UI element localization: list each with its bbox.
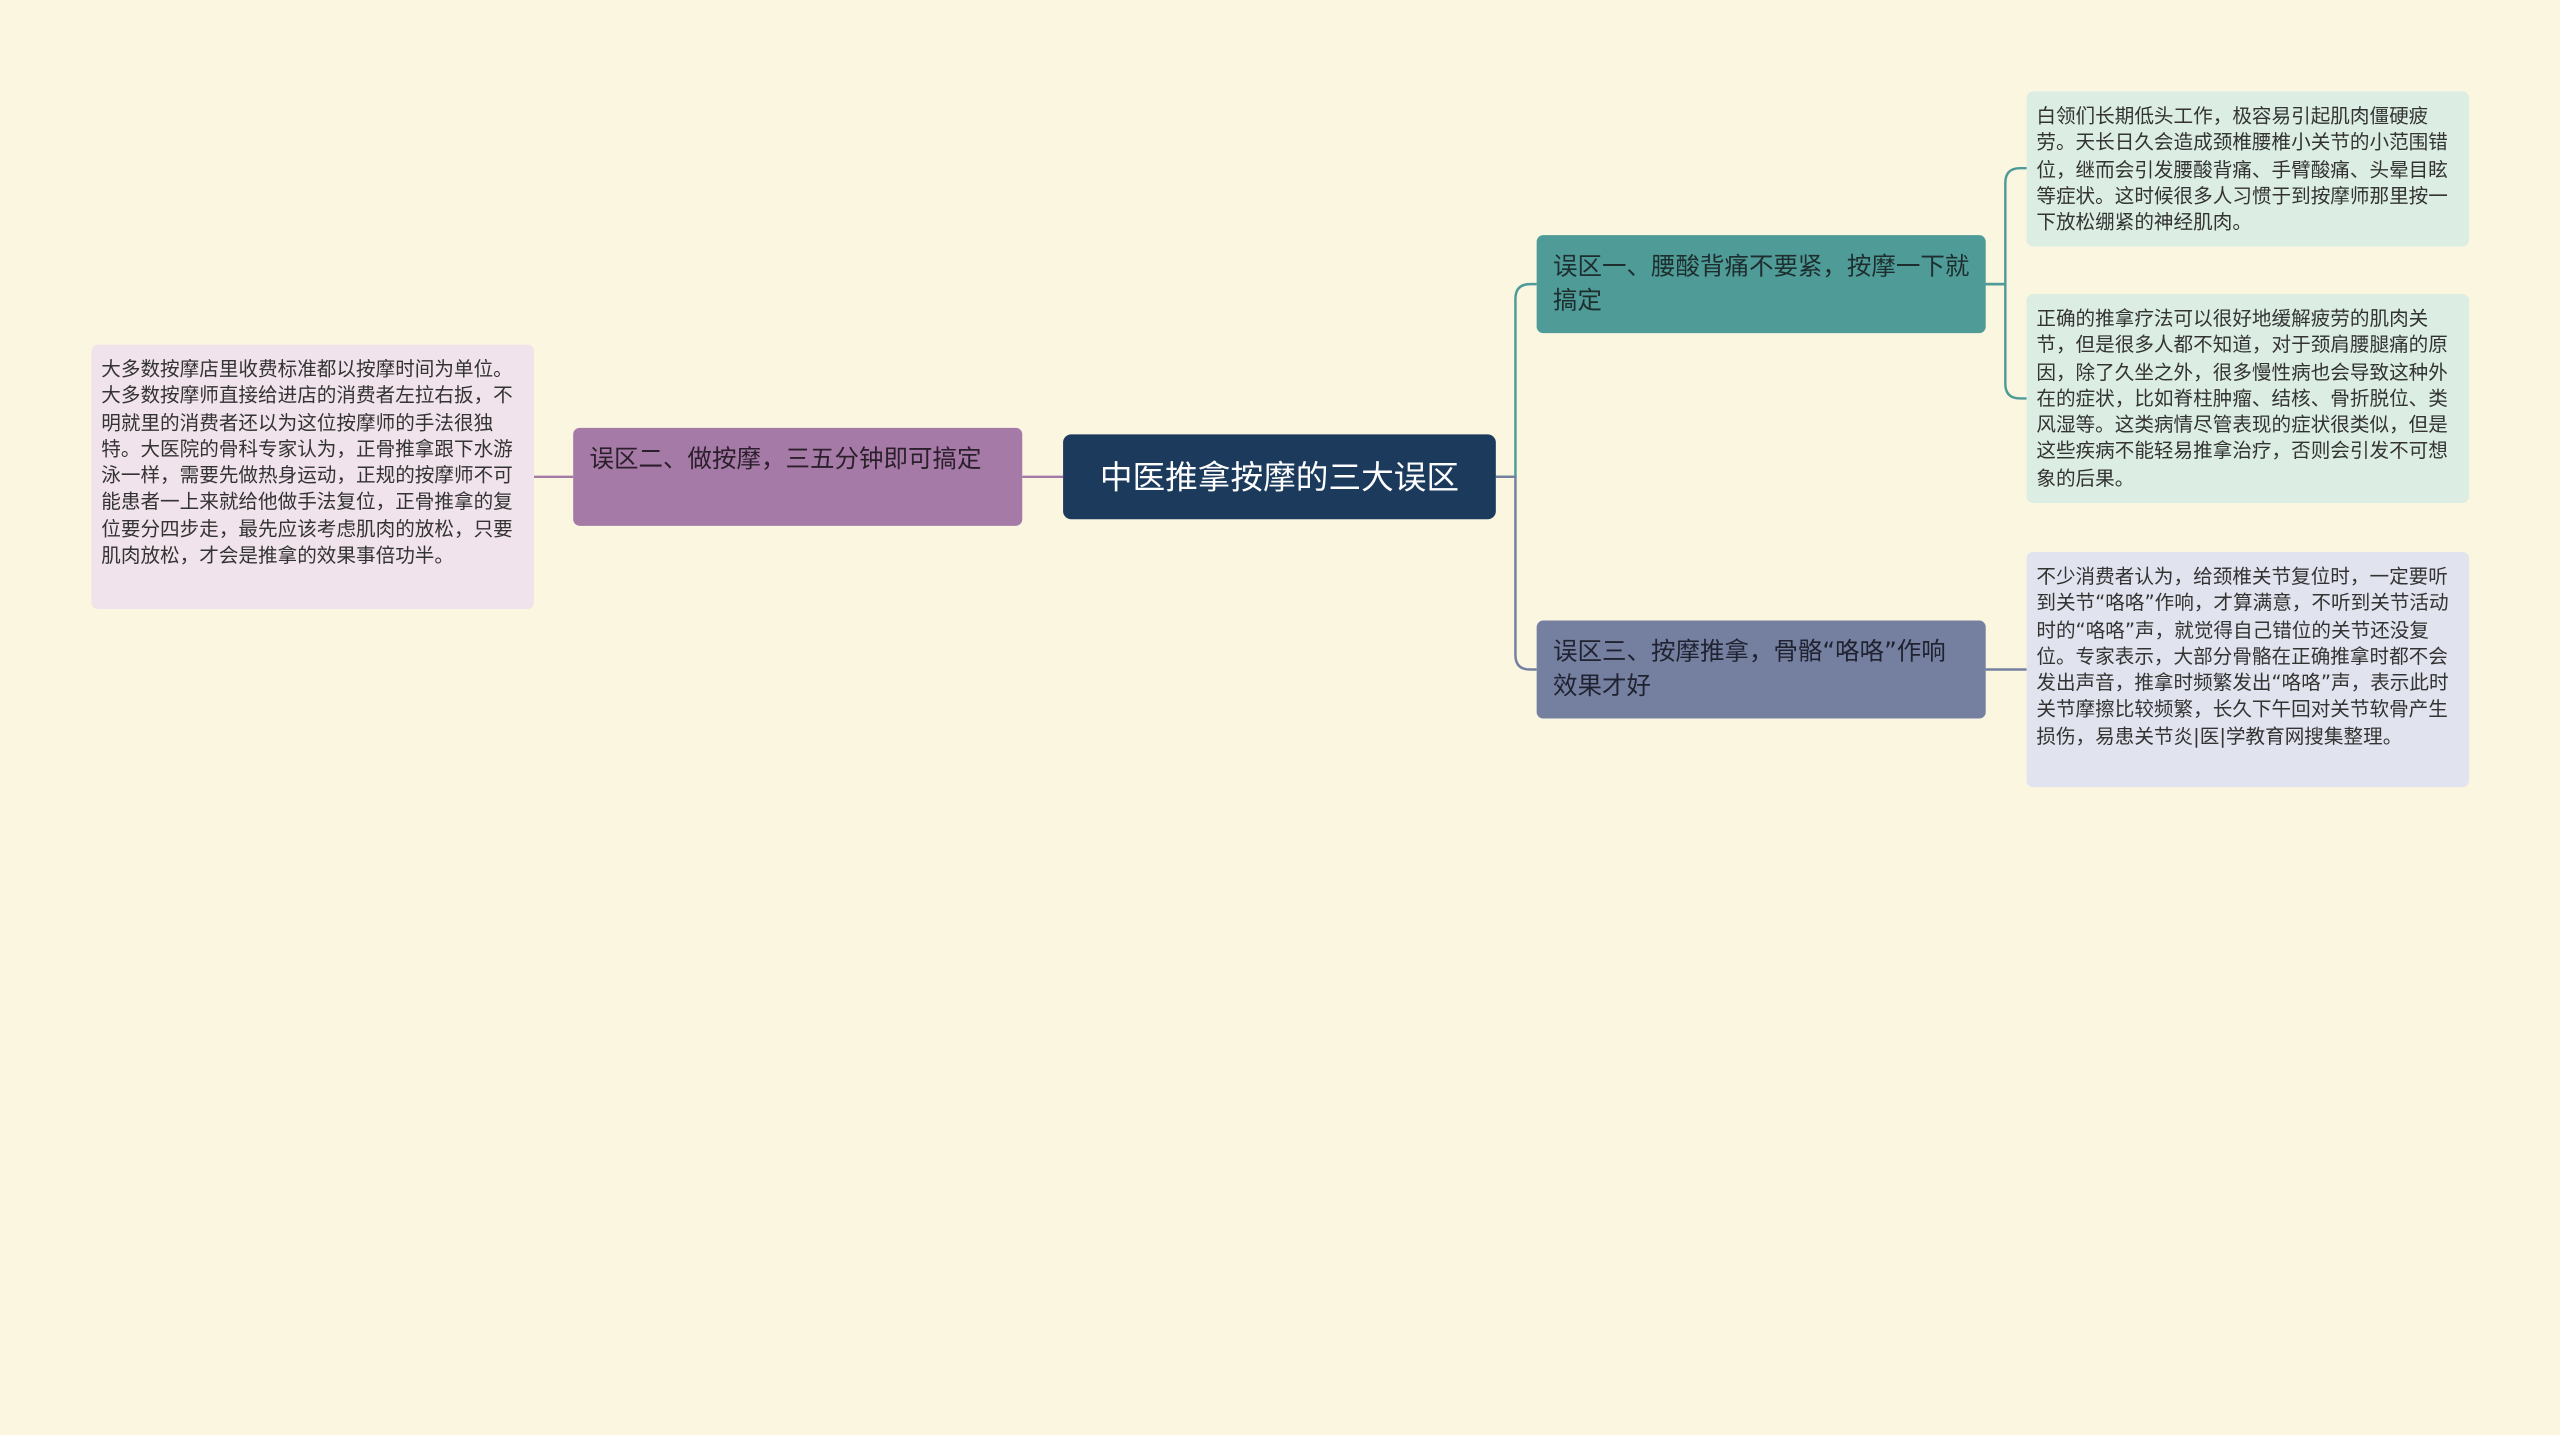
- leaf-myth-two-detail[interactable]: 大多数按摩店里收费标准都以按摩时间为单位。大多数按摩师直接给进店的消费者左拉右扳…: [91, 344, 534, 610]
- connector-root-branch3: [1495, 475, 1537, 671]
- leaf-myth-one-warning[interactable]: 正确的推拿疗法可以很好地缓解疲劳的肌肉关节，但是很多人都不知道，对于颈肩腰腿痛的…: [2026, 293, 2470, 503]
- leaf-myth-three-detail[interactable]: 不少消费者认为，给颈椎关节复位时，一定要听到关节“咯咯”作响，才算满意，不听到关…: [2026, 551, 2470, 788]
- leaf-myth-one-cause[interactable]: 白领们长期低头工作，极容易引起肌肉僵硬疲劳。天长日久会造成颈椎腰椎小关节的小范围…: [2026, 91, 2470, 247]
- connector-root-branch1: [1495, 282, 1537, 479]
- root-topic[interactable]: 中医推拿按摩的三大误区: [1063, 434, 1496, 520]
- branch-myth-two[interactable]: 误区二、做按摩，三五分钟即可搞定: [573, 427, 1023, 526]
- branch-myth-three[interactable]: 误区三、按摩推拿，骨骼“咯咯”作响效果才好: [1536, 620, 1986, 719]
- connector-branch1-leaf2: [1985, 282, 2027, 400]
- connector-branch1-leaf1: [1985, 166, 2027, 286]
- branch-myth-one[interactable]: 误区一、腰酸背痛不要紧，按摩一下就搞定: [1536, 235, 1986, 334]
- connector-lines: [533, 166, 2027, 671]
